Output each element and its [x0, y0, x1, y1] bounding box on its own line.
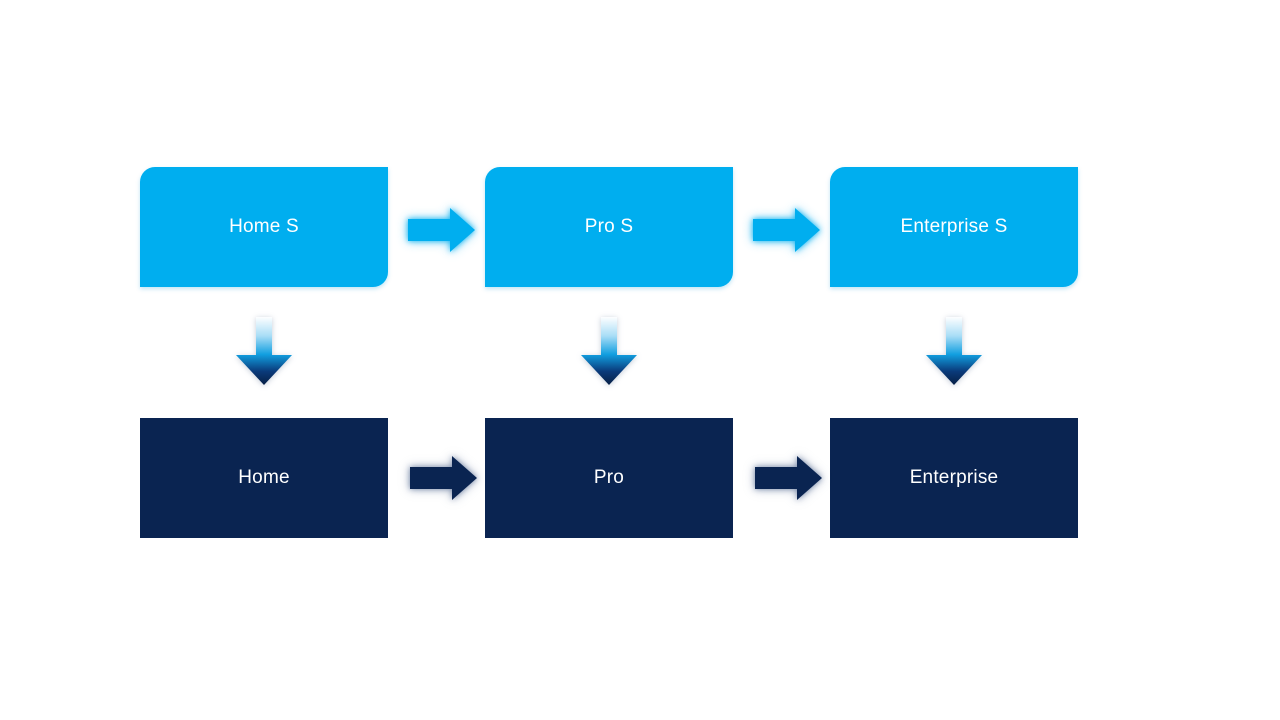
down-arrow-icon: [236, 317, 292, 385]
node-home: Home: [140, 418, 388, 538]
node-pro: Pro: [485, 418, 733, 538]
right-arrow-icon: [408, 208, 475, 252]
right-arrow-icon: [753, 208, 820, 252]
node-enterprise-label: Enterprise: [909, 467, 999, 488]
down-arrow-icon: [926, 317, 982, 385]
node-pro-s: Pro S: [485, 167, 733, 287]
node-enterprise-s: Enterprise S: [830, 167, 1078, 287]
node-pro-label: Pro: [593, 467, 625, 488]
node-home-s: Home S: [140, 167, 388, 287]
right-arrow-icon: [755, 456, 822, 500]
right-arrow-icon: [410, 456, 477, 500]
down-arrow-icon: [581, 317, 637, 385]
node-home-label: Home: [238, 467, 290, 488]
node-enterprise-s-label: Enterprise S: [900, 216, 1008, 237]
node-enterprise: Enterprise: [830, 418, 1078, 538]
node-pro-s-label: Pro S: [584, 216, 634, 237]
node-home-s-label: Home S: [229, 216, 299, 237]
